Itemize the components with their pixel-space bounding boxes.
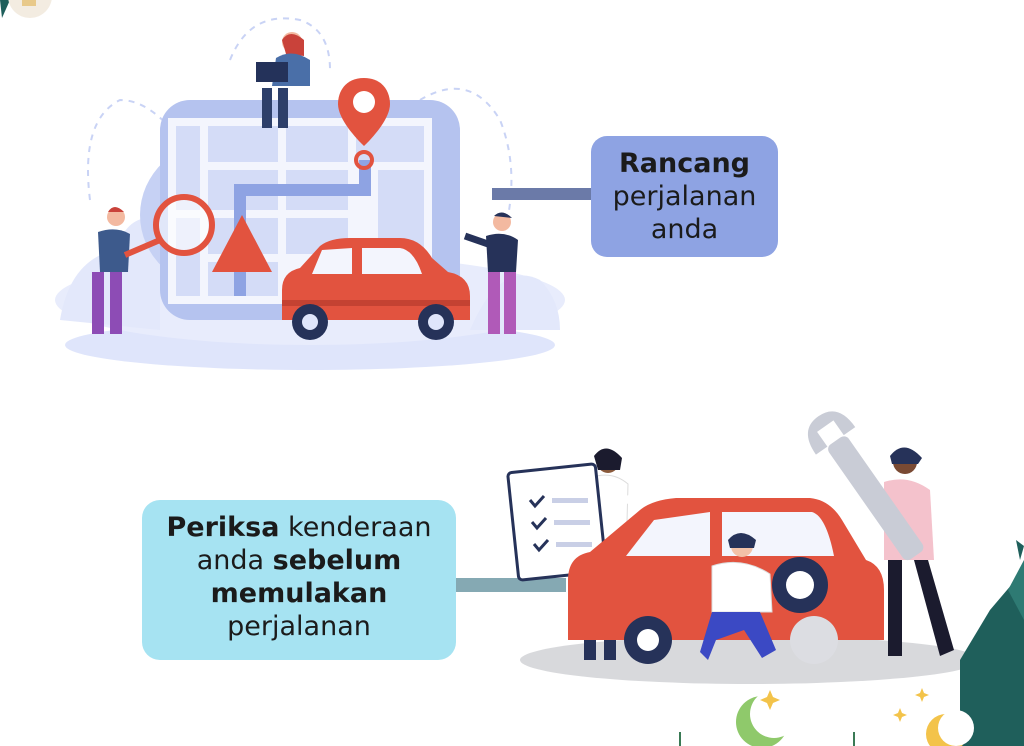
callout-check-vehicle: Periksa kenderaan anda sebelum memulakan… xyxy=(142,500,456,660)
grass-icon xyxy=(679,732,855,746)
callout-check-text-2: anda xyxy=(196,544,273,576)
car-check-scene xyxy=(456,411,1024,746)
star-icon xyxy=(760,688,929,722)
callout-plan-trip: Rancang perjalanan anda xyxy=(591,136,778,257)
corner-logo-fragment xyxy=(0,0,52,18)
crescent-moon-icon xyxy=(736,690,798,746)
car-top xyxy=(282,238,470,340)
connector-plan xyxy=(492,188,592,200)
crescent-moon-icon-gold xyxy=(926,710,974,746)
callout-plan-line3: anda xyxy=(650,213,719,245)
connector-check xyxy=(456,578,566,592)
callout-plan-line2: perjalanan xyxy=(612,180,757,212)
callout-check-text-1: kenderaan xyxy=(279,512,432,543)
callout-check-bold-3: memulakan xyxy=(210,577,388,609)
map-scene xyxy=(55,17,565,370)
callout-check-text-4: perjalanan xyxy=(227,610,371,642)
callout-check-bold-2: sebelum xyxy=(272,544,402,576)
callout-plan-bold: Rancang xyxy=(618,148,750,179)
callout-check-bold-1: Periksa xyxy=(166,512,280,543)
